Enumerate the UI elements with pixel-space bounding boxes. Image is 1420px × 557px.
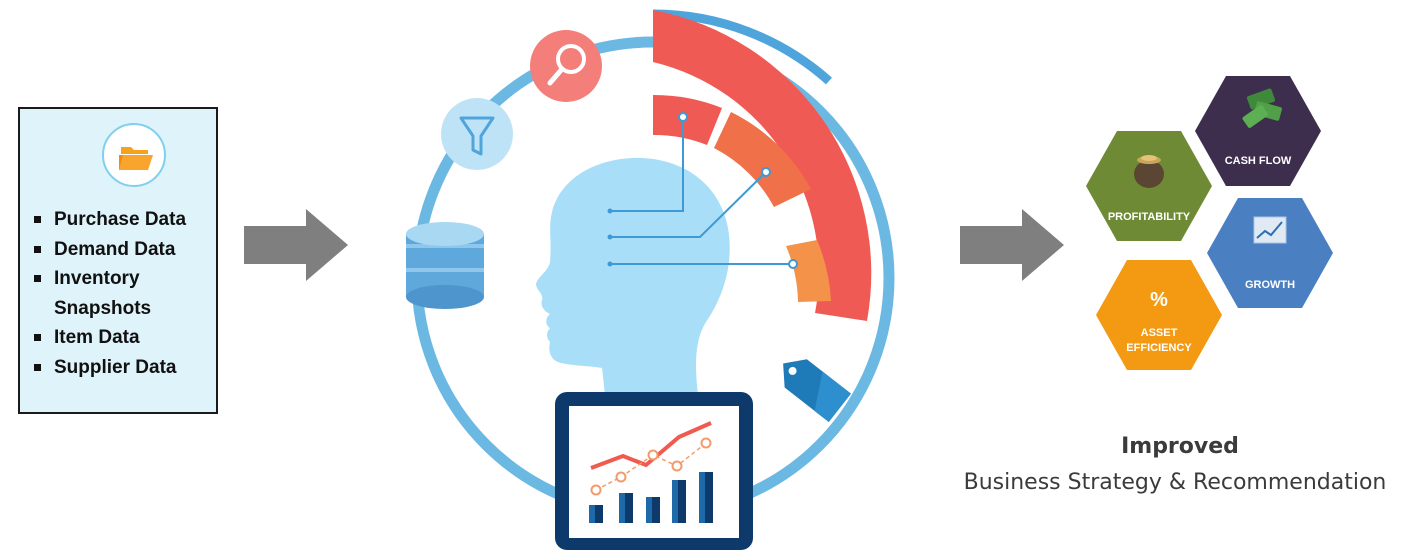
segment-2 [714,112,811,207]
list-item: Item Data [32,323,224,353]
hex-growth: GROWTH [1207,198,1333,308]
segment-3 [786,240,831,302]
chart-icon [555,392,753,550]
growth-chart-icon [1253,216,1287,244]
result-subtitle: Business Strategy & Recommendation [963,470,1387,495]
money-icon [1242,88,1282,128]
svg-text:CASH FLOW: CASH FLOW [1225,155,1292,167]
data-source-list: Purchase Data Demand Data Inventory Snap… [32,205,224,382]
outcome-hexagons: CASH FLOW GROWTH PROFITABILITY % ASSE [1085,70,1335,395]
svg-text:GROWTH: GROWTH [1245,279,1295,291]
hex-profitability: PROFITABILITY [1086,131,1212,241]
red-arc [653,10,872,321]
hex-asset-efficiency: % ASSET EFFICIENCY [1096,260,1222,370]
filter-icon [441,98,513,170]
hex-cash-flow: CASH FLOW [1195,76,1321,186]
list-item: Supplier Data [32,353,224,383]
outer-arc [652,9,832,85]
analytics-illustration [370,0,930,557]
head-icon [536,157,730,395]
svg-text:PROFITABILITY: PROFITABILITY [1108,211,1191,223]
svg-text:%: % [1150,289,1168,311]
flow-arrow [244,209,348,281]
list-item: Demand Data [32,235,224,265]
database-icon [406,222,484,309]
money-pot-icon [1134,155,1164,188]
svg-text:ASSET: ASSET [1141,327,1178,339]
search-icon [530,30,602,102]
result-title: Improved [1121,434,1239,459]
list-item: Purchase Data [32,205,224,235]
segment-1 [653,94,722,145]
list-item: Inventory Snapshots [32,264,224,323]
svg-text:EFFICIENCY: EFFICIENCY [1126,342,1192,354]
price-tag-icon [783,359,851,423]
folder-icon [102,123,166,187]
data-sources-box: Purchase Data Demand Data Inventory Snap… [18,107,218,414]
flow-arrow [960,209,1064,281]
